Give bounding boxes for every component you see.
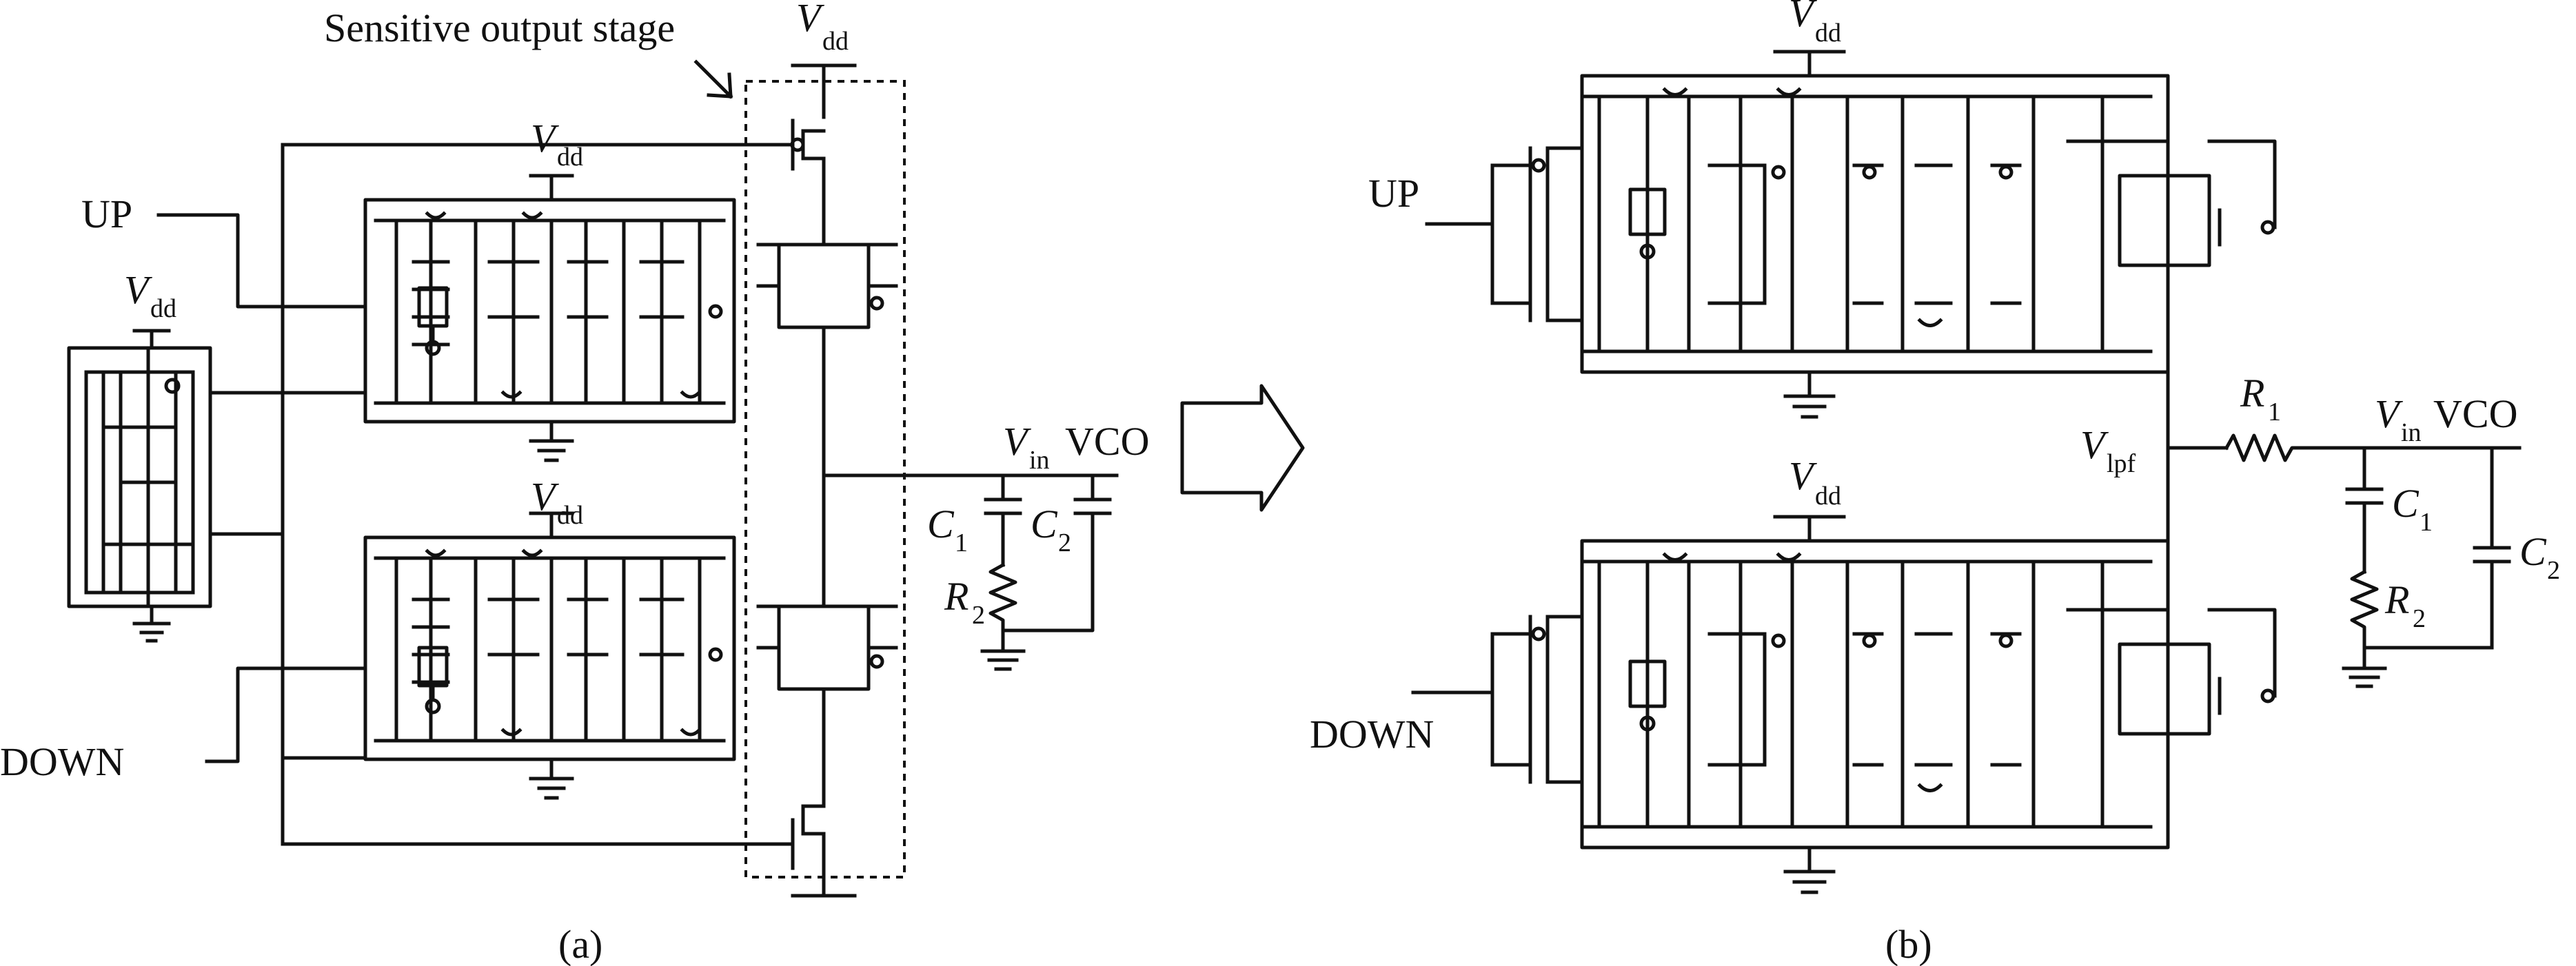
down-input-wire <box>205 666 285 763</box>
vin-vco-label-a: V in VCO <box>1003 419 1149 475</box>
svg-text:dd: dd <box>1815 19 1841 48</box>
right-arrow-icon <box>1180 384 1305 512</box>
c1-label-b: C 1 <box>2392 481 2433 537</box>
vdd-label-bottom-b: V dd <box>1789 453 1841 511</box>
edge-detector-block <box>67 329 212 643</box>
svg-text:1: 1 <box>2268 398 2281 427</box>
svg-text:C: C <box>2519 529 2547 574</box>
annotation-arrow-icon <box>693 59 733 99</box>
svg-text:V: V <box>1789 0 1818 35</box>
svg-text:dd: dd <box>557 143 583 172</box>
svg-text:in: in <box>2401 418 2422 447</box>
svg-text:V: V <box>1789 453 1818 498</box>
vdd-label-top-b: V dd <box>1789 0 1841 48</box>
r2-label-b: R 2 <box>2384 577 2426 633</box>
down-input-label-b: DOWN <box>1310 712 1434 757</box>
bottom-driver-block-b <box>1411 446 2277 894</box>
loop-filter-b <box>2166 433 2522 688</box>
svg-text:dd: dd <box>822 27 849 56</box>
svg-text:dd: dd <box>557 501 583 530</box>
svg-text:V: V <box>796 0 825 40</box>
up-input-label: UP <box>81 192 132 236</box>
panel-a-schematic: Sensitive output stage UP DOWN V dd V dd… <box>0 0 1149 966</box>
svg-text:VCO: VCO <box>1065 419 1149 464</box>
svg-text:V: V <box>531 116 560 161</box>
svg-text:C: C <box>2392 481 2420 526</box>
svg-text:2: 2 <box>972 601 985 630</box>
svg-text:V: V <box>2375 391 2404 436</box>
svg-text:lpf: lpf <box>2107 449 2136 478</box>
svg-text:VCO: VCO <box>2433 391 2517 436</box>
svg-text:C: C <box>1031 502 1058 546</box>
svg-text:2: 2 <box>2413 604 2426 633</box>
vin-vco-label-b: V in VCO <box>2375 391 2517 447</box>
svg-text:V: V <box>1003 419 1032 464</box>
sensitive-output-stage <box>281 63 1119 898</box>
c2-label-a: C 2 <box>1031 502 1071 557</box>
svg-text:V: V <box>2080 422 2109 467</box>
svg-text:2: 2 <box>1058 528 1071 557</box>
svg-text:dd: dd <box>1815 482 1841 511</box>
top-driver-block-b <box>1425 50 2277 450</box>
vdd-label-bottom-driver: V dd <box>531 474 583 530</box>
svg-text:C: C <box>927 502 955 546</box>
svg-text:1: 1 <box>955 528 968 557</box>
r2-label-a: R 2 <box>944 574 985 630</box>
vdd-label-top-driver: V dd <box>531 116 583 172</box>
svg-text:R: R <box>2384 577 2409 622</box>
svg-text:R: R <box>944 574 968 619</box>
loop-filter-a <box>980 473 1112 671</box>
svg-text:dd: dd <box>150 294 176 323</box>
svg-text:R: R <box>2240 371 2264 415</box>
up-input-wire <box>156 213 285 309</box>
down-input-label: DOWN <box>0 739 124 784</box>
r1-label-b: R 1 <box>2240 371 2281 427</box>
svg-text:2: 2 <box>2547 556 2560 585</box>
svg-text:in: in <box>1029 446 1050 475</box>
svg-text:Sensitive output stage: Sensitive output stage <box>324 6 675 50</box>
svg-text:V: V <box>124 267 153 312</box>
vlpf-label: V lpf <box>2080 422 2136 478</box>
bottom-driver-block <box>281 511 736 800</box>
panel-b-schematic: UP DOWN V dd V dd V lpf R 1 V in VCO C 1… <box>1310 0 2560 966</box>
caption-b: (b) <box>1885 922 1932 966</box>
annotation-label: Sensitive output stage <box>324 6 733 99</box>
top-driver-block <box>281 143 736 846</box>
vdd-label-left: V dd <box>124 267 176 323</box>
up-input-label-b: UP <box>1368 171 1419 216</box>
c1-label-a: C 1 <box>927 502 968 557</box>
svg-text:1: 1 <box>2420 508 2433 537</box>
svg-text:V: V <box>531 474 560 519</box>
caption-a: (a) <box>558 922 602 966</box>
c2-label-b: C 2 <box>2519 529 2560 585</box>
vdd-label-output-stage: V dd <box>796 0 849 56</box>
